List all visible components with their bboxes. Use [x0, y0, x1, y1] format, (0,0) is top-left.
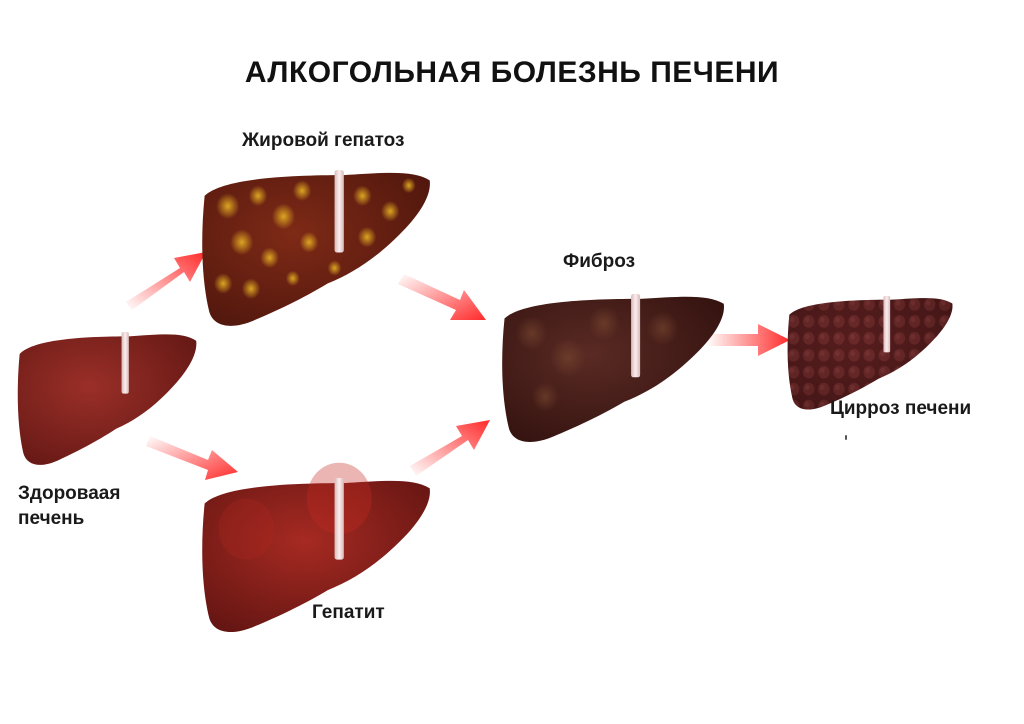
arrow-healthy-to-hepatitis — [146, 436, 238, 480]
liver-fibrosis — [502, 294, 724, 442]
liver-cirrhosis — [787, 296, 953, 410]
stray-mark — [845, 435, 847, 440]
arrow-fatty-to-fibrosis — [398, 274, 486, 320]
page-title: АЛКОГОЛЬНАЯ БОЛЕЗНЬ ПЕЧЕНИ — [244, 56, 780, 89]
label-hepatitis: Гепатит — [312, 602, 385, 623]
arrow-fibrosis-to-cirrhosis — [706, 324, 790, 356]
liver-fatty — [202, 170, 430, 326]
liver-healthy — [17, 332, 197, 465]
liver-hepatitis — [202, 462, 430, 633]
label-cirrhosis: Цирроз печени — [830, 398, 972, 419]
label-fibrosis: Фиброз — [563, 251, 636, 272]
arrow-hepatitis-to-fibrosis — [410, 420, 490, 476]
arrow-healthy-to-fatty — [126, 252, 206, 310]
label-healthy-liver: Здороваая печень — [18, 483, 121, 529]
label-fatty-liver: Жировой гепатоз — [242, 130, 405, 151]
